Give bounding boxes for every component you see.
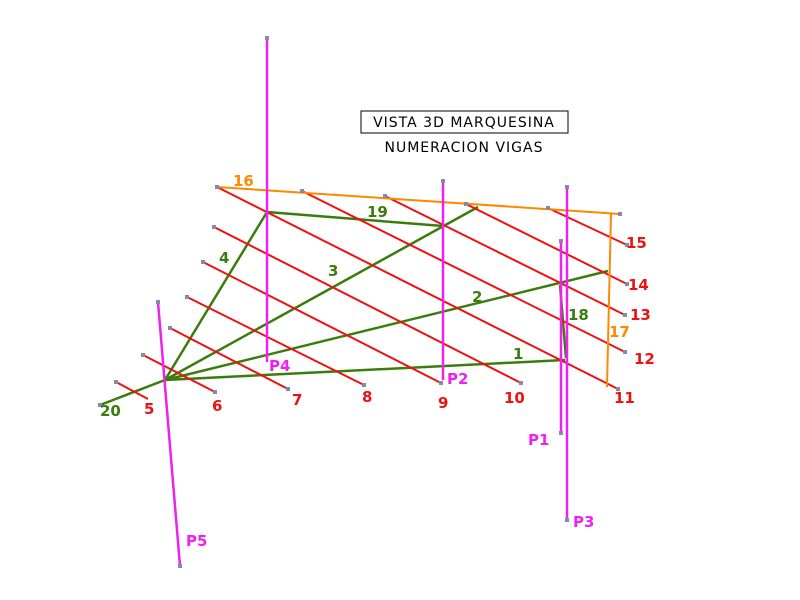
node-marker	[559, 431, 563, 435]
node-marker	[565, 518, 569, 522]
beam-15	[547, 207, 628, 246]
red-beam-labels: 5 6 7 8 9 10 11 12 13 14 15	[144, 234, 655, 418]
pillars	[156, 38, 569, 567]
node-marker	[616, 387, 620, 391]
node-marker	[168, 326, 172, 330]
beam-label-2: 2	[472, 288, 482, 306]
orange-beam-labels: 16 17	[233, 172, 630, 341]
beam-6	[142, 354, 216, 393]
node-marker	[618, 212, 622, 216]
beam-10	[213, 226, 522, 384]
node-marker	[141, 353, 145, 357]
beam-16	[216, 186, 621, 215]
beam-label-4: 4	[219, 249, 229, 267]
pillar-labels: P4 P2 P1 P3 P5	[186, 357, 594, 550]
beam-12	[301, 190, 626, 353]
beam-label-7: 7	[292, 391, 302, 409]
node-marker	[464, 202, 468, 206]
node-marker	[286, 387, 290, 391]
node-marker	[98, 403, 102, 407]
node-marker	[185, 295, 189, 299]
beam-label-14: 14	[628, 276, 649, 294]
node-marker	[383, 194, 387, 198]
orange-beams	[216, 186, 621, 388]
beam-label-6: 6	[212, 397, 222, 415]
pillar-label-p5: P5	[186, 532, 207, 550]
beam-label-18: 18	[568, 306, 589, 324]
beam-label-13: 13	[630, 306, 651, 324]
green-beam-labels: 1 2 3 4 18 19 20	[100, 203, 589, 420]
node-marker	[625, 243, 629, 247]
beam-7	[169, 327, 289, 390]
node-marker	[213, 390, 217, 394]
node-marker	[565, 185, 569, 189]
beam-19	[266, 210, 444, 228]
beam-8	[186, 296, 365, 386]
node-marker	[114, 380, 118, 384]
node-marker	[265, 36, 269, 40]
node-marker	[156, 300, 160, 304]
beam-label-20: 20	[100, 402, 121, 420]
beam-label-1: 1	[513, 345, 523, 363]
node-markers	[98, 36, 629, 568]
node-marker	[519, 381, 523, 385]
pillar-p5	[156, 301, 182, 567]
title-frame	[360, 110, 569, 134]
beam-label-17: 17	[609, 323, 630, 341]
beam-label-15: 15	[626, 234, 647, 252]
beam-label-19: 19	[367, 203, 388, 221]
beam-label-9: 9	[438, 394, 448, 412]
beam-label-5: 5	[144, 400, 154, 418]
beam-13	[384, 195, 626, 316]
node-marker	[300, 189, 304, 193]
pillar-label-p1: P1	[528, 431, 549, 449]
beam-11	[216, 186, 619, 390]
diagram-subtitle: NUMERACION VIGAS	[384, 140, 543, 156]
beam-4	[163, 211, 269, 381]
beam-label-11: 11	[614, 389, 635, 407]
node-marker	[441, 179, 445, 183]
node-marker	[215, 185, 219, 189]
beam-label-3: 3	[328, 262, 338, 280]
beam-label-16: 16	[233, 172, 254, 190]
node-marker	[623, 313, 627, 317]
beam-9	[202, 261, 442, 384]
pillar-label-p4: P4	[269, 357, 290, 375]
beam-label-10: 10	[504, 389, 525, 407]
beam-20	[99, 378, 166, 407]
green-beams	[99, 205, 609, 407]
pillar-label-p2: P2	[447, 370, 468, 388]
beam-label-12: 12	[634, 350, 655, 368]
node-marker	[559, 239, 563, 243]
red-beams	[115, 186, 628, 400]
beam-14	[465, 203, 628, 285]
node-marker	[178, 564, 182, 568]
beam-label-8: 8	[362, 388, 372, 406]
pillar-label-p3: P3	[573, 513, 594, 531]
beam-3	[164, 205, 479, 382]
node-marker	[201, 260, 205, 264]
diagram-title: VISTA 3D MARQUESINA	[373, 115, 555, 131]
node-marker	[625, 282, 629, 286]
node-marker	[362, 383, 366, 387]
beam-5	[115, 381, 149, 400]
node-marker	[439, 381, 443, 385]
beam-1	[164, 358, 566, 382]
node-marker	[212, 225, 216, 229]
beam-17	[606, 213, 612, 388]
beam-2	[164, 269, 609, 382]
node-marker	[623, 350, 627, 354]
node-marker	[546, 206, 550, 210]
